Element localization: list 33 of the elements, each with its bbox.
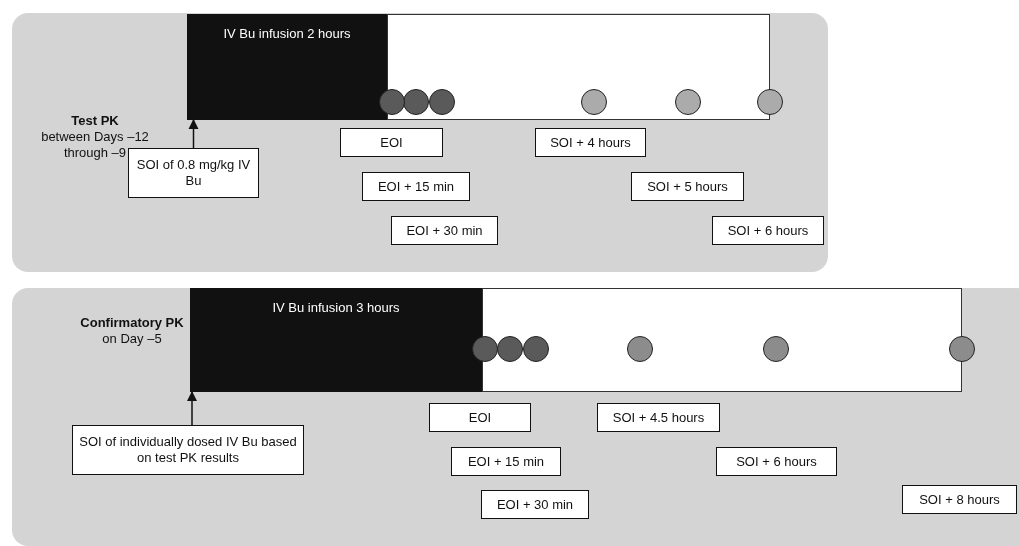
time-label-box: SOI + 6 hours	[712, 216, 824, 245]
time-label-box: SOI + 8 hours	[902, 485, 1017, 514]
time-label-box: EOI + 15 min	[362, 172, 470, 201]
arrow	[186, 390, 198, 426]
sample-dot	[627, 336, 653, 362]
sample-dot	[429, 89, 455, 115]
arrow	[188, 118, 199, 149]
sample-dot	[581, 89, 607, 115]
panel-background	[12, 13, 828, 272]
sample-dot	[675, 89, 701, 115]
sample-dot	[763, 336, 789, 362]
infusion-bar: IV Bu infusion 2 hours	[187, 14, 387, 120]
time-label-box: SOI + 4 hours	[535, 128, 646, 157]
infusion-bar: IV Bu infusion 3 hours	[190, 288, 482, 392]
time-label-box: SOI + 5 hours	[631, 172, 744, 201]
panel-background	[12, 288, 1019, 546]
time-label-box: SOI of individually dosed IV Bu based on test PK results	[72, 425, 304, 475]
timeline-bar	[482, 288, 962, 392]
panel-heading: Confirmatory PK	[79, 315, 185, 331]
timeline-bar	[387, 14, 770, 120]
time-label-box: EOI + 30 min	[481, 490, 589, 519]
panel-heading: Test PK	[70, 113, 120, 129]
time-label-box: EOI + 15 min	[451, 447, 561, 476]
time-label-box: EOI + 30 min	[391, 216, 498, 245]
sample-dot	[403, 89, 429, 115]
time-label-box: EOI	[340, 128, 443, 157]
time-label-box: SOI + 6 hours	[716, 447, 837, 476]
sample-dot	[497, 336, 523, 362]
time-label-box: SOI + 4.5 hours	[597, 403, 720, 432]
panel-subheading: on Day –5	[101, 331, 163, 347]
time-label-box: SOI of 0.8 mg/kg IV Bu	[128, 148, 259, 198]
sample-dot	[523, 336, 549, 362]
time-label-box: EOI	[429, 403, 531, 432]
